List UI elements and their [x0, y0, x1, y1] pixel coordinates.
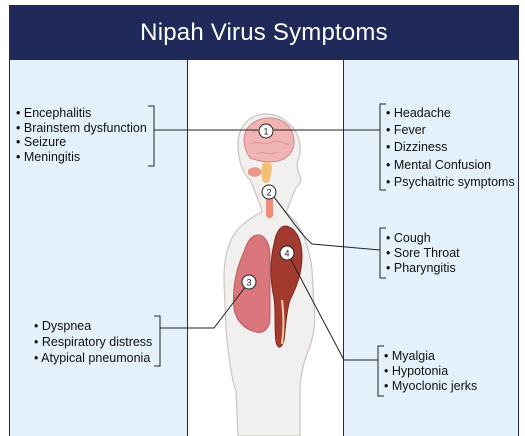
- marker-4-label: 4: [284, 249, 289, 259]
- lung-symptoms-list: Dyspnea Respiratory distress Atypical pn…: [34, 318, 152, 366]
- list-item: Sore Throat: [386, 246, 460, 261]
- list-item: Myalgia: [384, 349, 477, 364]
- muscle-symptoms-list: Myalgia Hypotonia Myoclonic jerks: [384, 349, 477, 394]
- list-item: Atypical pneumonia: [34, 350, 152, 366]
- brain-symptoms-list: Encephalitis Brainstem dysfunction Seizu…: [16, 106, 147, 164]
- bracket-lungs: [154, 316, 160, 366]
- list-item: Encephalitis: [16, 106, 147, 121]
- list-item: Psychaitric symptoms: [386, 174, 515, 191]
- list-item: Brainstem dysfunction: [16, 121, 147, 136]
- list-item: Mental Confusion: [386, 157, 515, 174]
- list-item: Dyspnea: [34, 318, 152, 334]
- list-item: Pharyngitis: [386, 261, 460, 276]
- marker-2-label: 2: [266, 188, 271, 198]
- list-item: Hypotonia: [384, 364, 477, 379]
- list-item: Headache: [386, 105, 515, 122]
- head-symptoms-list: Headache Fever Dizziness Mental Confusio…: [386, 105, 515, 191]
- list-item: Dizziness: [386, 139, 515, 156]
- list-item: Meningitis: [16, 150, 147, 165]
- marker-1-label: 1: [263, 127, 268, 137]
- throat-symptoms-list: Cough Sore Throat Pharyngitis: [386, 231, 460, 276]
- bracket-brain: [148, 106, 154, 166]
- list-item: Cough: [386, 231, 460, 246]
- list-item: Fever: [386, 122, 515, 139]
- list-item: Seizure: [16, 135, 147, 150]
- list-item: Myoclonic jerks: [384, 379, 477, 394]
- list-item: Respiratory distress: [34, 334, 152, 350]
- marker-3-label: 3: [246, 278, 251, 288]
